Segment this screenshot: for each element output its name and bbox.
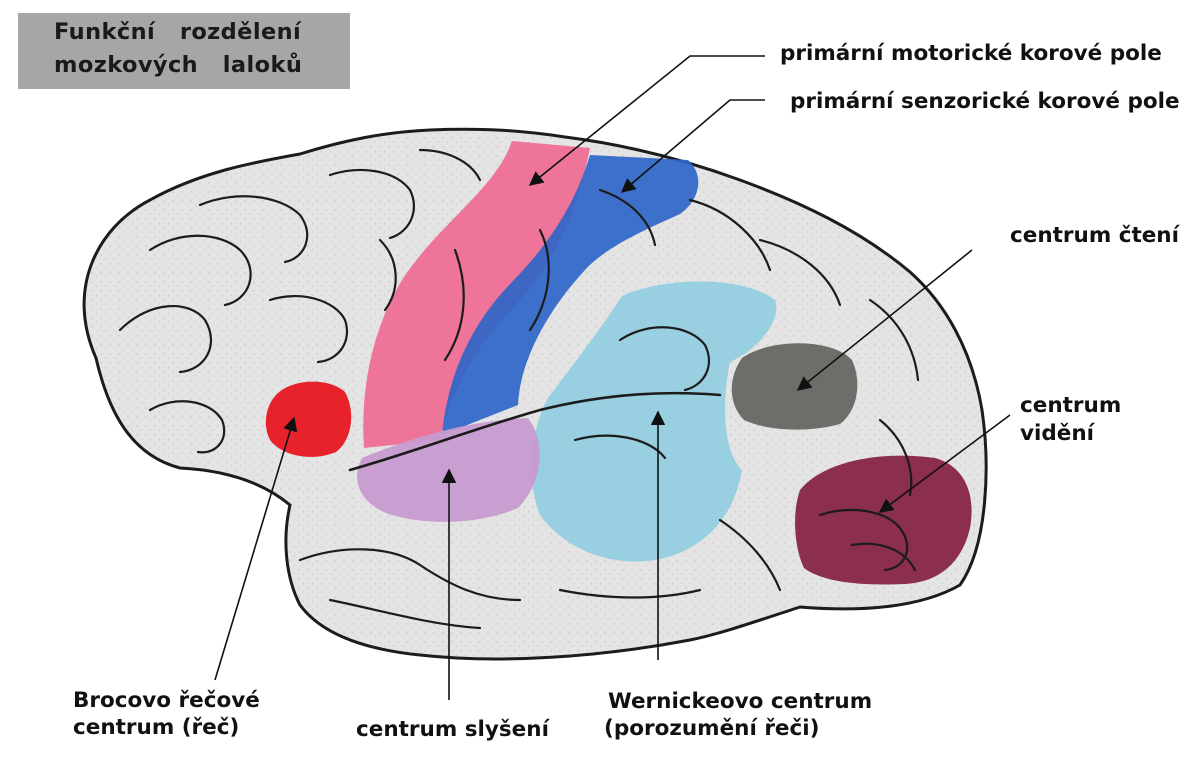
reading-center-region [732,343,858,429]
motor-cortex-label: primární motorické korové pole [780,41,1162,67]
reading-center-label: centrum čtení [1010,223,1179,249]
broca-label-1: Brocovo řečové [73,688,260,714]
vision-center-region [795,456,972,585]
vision-center-label-2: vidění [1020,421,1094,447]
wernicke-label-2: (porozumění řeči) [604,716,819,742]
sensory-cortex-label: primární senzorické korové pole [790,89,1180,115]
vision-center-label-1: centrum [1020,393,1121,419]
hearing-center-label: centrum slyšení [356,717,549,743]
broca-area-region [266,382,351,457]
wernicke-label-1: Wernickeovo centrum [608,689,872,715]
broca-label-2: centrum (řeč) [73,715,239,741]
